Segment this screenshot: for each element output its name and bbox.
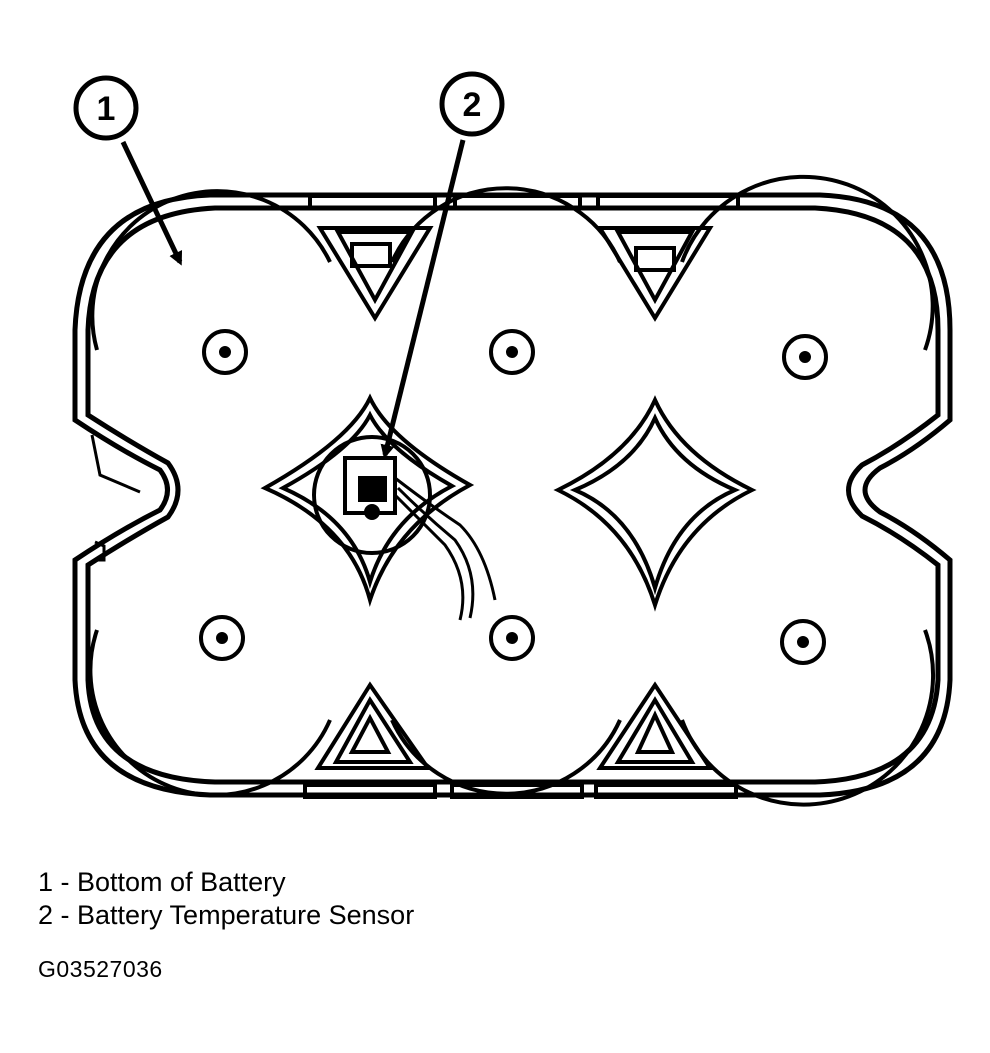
callout-1-circle <box>73 75 139 141</box>
leader-1 <box>120 140 183 266</box>
mounting-bosses <box>199 329 828 665</box>
battery-case-outline <box>72 192 953 798</box>
diamond-right <box>553 395 757 612</box>
battery-bottom-diagram: 1 2 <box>72 71 953 807</box>
callout-1-number: 1 <box>97 90 116 128</box>
leader-2 <box>380 139 466 459</box>
cell-bottom-1 <box>90 189 332 351</box>
cell-bottom-6 <box>680 629 936 807</box>
cell-bottom-3 <box>680 174 935 351</box>
bottom-mounting-tabs <box>303 783 738 799</box>
figure-id: G03527036 <box>38 956 163 982</box>
callout-2-number: 2 <box>463 86 482 124</box>
top-notches <box>316 226 714 322</box>
side-clips <box>90 434 141 562</box>
diamond-left <box>260 393 475 607</box>
cell-bottom-5 <box>390 719 622 796</box>
legend-item-2: 2 - Battery Temperature Sensor <box>38 900 415 930</box>
cell-bottom-2 <box>390 186 622 263</box>
center-diamonds <box>260 393 757 612</box>
temperature-sensor <box>312 435 497 621</box>
callout-1: 1 <box>73 75 139 141</box>
callout-2-circle <box>439 71 505 137</box>
cell-bottom-4 <box>88 629 332 798</box>
callout-leaders <box>120 139 466 459</box>
cell-bottoms <box>88 174 936 807</box>
legend-item-1: 1 - Bottom of Battery <box>38 867 286 897</box>
legend: 1 - Bottom of Battery 2 - Battery Temper… <box>38 866 414 932</box>
callout-2: 2 <box>439 71 505 137</box>
bottom-notches <box>314 681 714 770</box>
top-mounting-tabs <box>308 194 740 210</box>
